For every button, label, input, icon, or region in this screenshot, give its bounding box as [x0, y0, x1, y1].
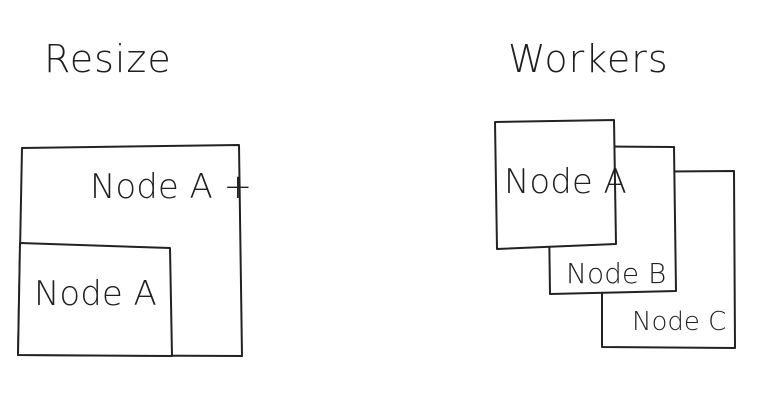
resize-group: Resize Node A + Node A [17, 37, 252, 357]
resize-outer-label: Node A + [90, 167, 252, 207]
resize-inner-label: Node A [34, 274, 157, 314]
workers-group: Workers Node C Node B Node A [494, 37, 736, 349]
worker-node-a-label: Node A [504, 162, 627, 202]
worker-node-b-label: Node B [566, 257, 666, 290]
resize-title: Resize [44, 37, 172, 81]
workers-title: Workers [508, 37, 669, 81]
worker-node-a-box [494, 119, 617, 250]
resize-inner-box [17, 242, 173, 357]
worker-node-c-label: Node C [632, 307, 726, 337]
